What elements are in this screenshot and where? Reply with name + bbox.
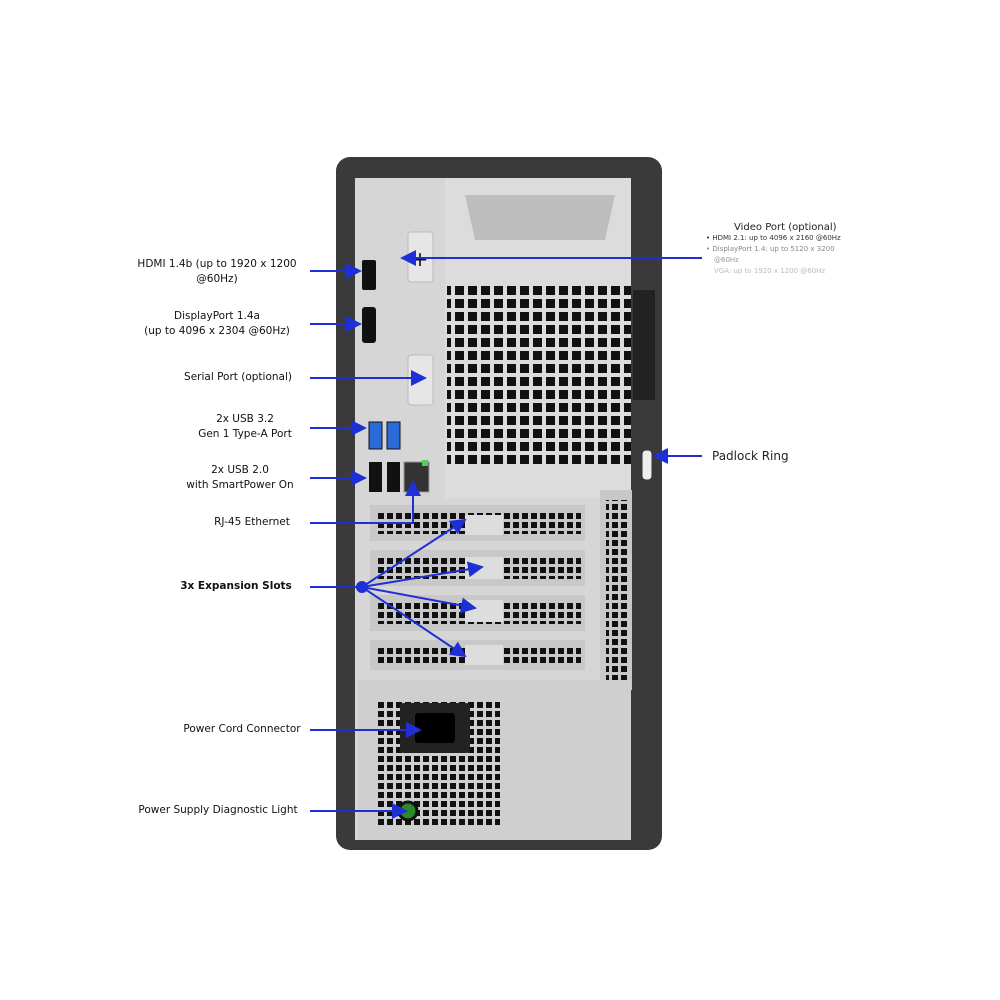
rj45-port [403,461,430,493]
handle-recess [465,195,615,240]
serial-port-cover [407,354,434,406]
label-expansion-slots: 3x Expansion Slots [180,580,292,592]
usb2-port [369,462,382,492]
expansion-slots [370,490,632,690]
label-padlock-ring: Padlock Ring [712,449,789,463]
chassis: + [336,157,662,850]
video-port-title: Video Port (optional) [734,222,837,233]
hdmi-port [362,260,376,290]
displayport [362,307,376,343]
label-diagnostic-light: Power Supply Diagnostic Light [138,804,298,816]
label-displayport: DisplayPort 1.4a(up to 4096 x 2304 @60Hz… [144,310,290,337]
callout-arrows [310,250,702,819]
label-serial-port: Serial Port (optional) [184,371,292,383]
label-rj45: RJ-45 Ethernet [214,516,290,528]
usb3-port [386,421,401,450]
label-power-cord: Power Cord Connector [183,723,301,735]
video-port-callout: Video Port (optional) • HDMI 2.1: up to … [706,222,841,275]
padlock-ring [641,449,653,481]
fan-grill [447,283,631,468]
usb3-port [368,421,383,450]
usb2-port [387,462,400,492]
label-hdmi: HDMI 1.4b (up to 1920 x 1200@60Hz) [137,258,297,285]
